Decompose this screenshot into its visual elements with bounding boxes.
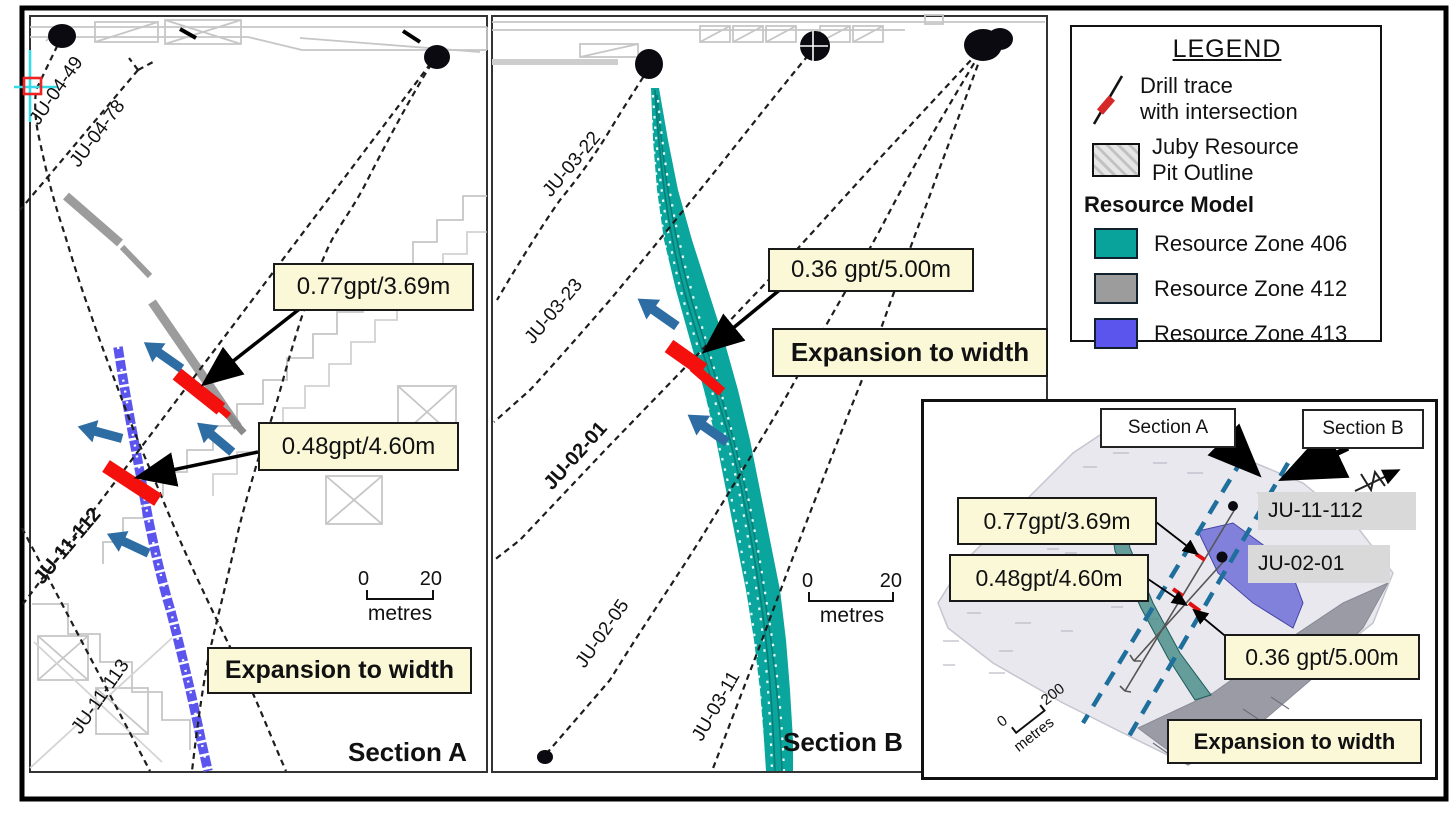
- legend-drill-trace-line2: with intersection: [1140, 99, 1298, 124]
- inset-section-a-tag-text: Section A: [1127, 417, 1209, 438]
- zone-406-band: [650, 88, 793, 772]
- trace-ju-03-11: [710, 44, 987, 772]
- pit-outline-swatch-icon: [1092, 143, 1140, 177]
- drill-collars: [48, 24, 1013, 764]
- zone-406-swatch-icon: [1094, 228, 1138, 259]
- inset-ju-02-01-text: JU-02-01: [1258, 552, 1345, 575]
- grade-callout-048-text: 0.48gpt/4.60m: [281, 432, 436, 460]
- inset-section-a-tag: Section A: [1100, 408, 1236, 448]
- section-b-title-text: Section B: [783, 727, 903, 757]
- legend-pit-line2: Pit Outline: [1152, 160, 1254, 185]
- grade-callout-036: 0.36 gpt/5.00m: [768, 248, 974, 292]
- legend-pit-outline-label: Juby Resource Pit Outline: [1152, 134, 1299, 186]
- trace-ju-03-23: [493, 46, 816, 423]
- inset-hole-dots: [1216, 501, 1238, 563]
- scalebar-b-end: 20: [879, 570, 902, 592]
- grade-callout-048: 0.48gpt/4.60m: [258, 422, 459, 471]
- inset-ju-11-112-text: JU-11-112: [1268, 499, 1363, 522]
- legend-item-pit-outline: Juby Resource Pit Outline: [1084, 134, 1370, 186]
- expansion-arrows: [77, 298, 730, 558]
- scalebar-a-end: 20: [419, 568, 442, 590]
- inset-section-b-tag: Section B: [1302, 409, 1424, 449]
- zone-413-swatch-icon: [1094, 318, 1138, 349]
- drill-trace-with-intersection-icon: [1092, 75, 1124, 125]
- section-a-title-text: Section A: [348, 737, 467, 767]
- grade-callout-077-text: 0.77gpt/3.69m: [296, 273, 451, 300]
- trace-ju-11-113: [21, 527, 151, 772]
- expansion-box-b-text: Expansion to width: [790, 337, 1030, 367]
- legend-title: LEGEND: [1172, 35, 1282, 63]
- scalebar-b-unit: metres: [819, 604, 885, 627]
- inset-grade-036-text: 0.36 gpt/5.00m: [1245, 643, 1399, 670]
- inset-grade-048-text: 0.48gpt/4.60m: [975, 564, 1123, 591]
- section-b-title: Section B: [783, 727, 903, 758]
- scalebar-section-b: 0 20 metres: [798, 571, 906, 628]
- scalebar-section-a: 0 20 metres: [352, 569, 448, 626]
- legend-resource-model-heading: Resource Model: [1084, 192, 1254, 217]
- scalebar-a-bar: [366, 590, 434, 600]
- zone-412-swatch-icon: [1094, 273, 1138, 304]
- legend-pit-line1: Juby Resource: [1152, 134, 1299, 159]
- legend: LEGEND Drill trace with intersection Jub…: [1070, 25, 1382, 349]
- inset-hole-tag-ju-11-112: JU-11-112: [1258, 492, 1416, 530]
- trace-ju-03-22: [496, 67, 650, 301]
- selection-crosshair: [14, 50, 58, 122]
- legend-drill-trace-line1: Drill trace: [1140, 73, 1233, 98]
- expansion-box-section-b: Expansion to width: [772, 328, 1048, 377]
- inset-hole-tag-ju-02-01: JU-02-01: [1248, 545, 1390, 583]
- legend-item-drill-trace: Drill trace with intersection: [1084, 68, 1370, 130]
- legend-zone-412-label: Resource Zone 412: [1154, 275, 1348, 301]
- inset-grade-077-text: 0.77gpt/3.69m: [983, 507, 1131, 534]
- section-a-title: Section A: [348, 737, 467, 768]
- expansion-box-section-a: Expansion to width: [207, 647, 472, 694]
- grade-callout-036-text: 0.36 gpt/5.00m: [790, 256, 952, 283]
- legend-item-zone-406: Resource Zone 406: [1084, 228, 1370, 259]
- legend-zone-413-label: Resource Zone 413: [1154, 320, 1348, 346]
- scalebar-b-bar: [808, 592, 894, 602]
- inset-grade-callout-036: 0.36 gpt/5.00m: [1224, 634, 1420, 680]
- trace-ju-02-05: [546, 44, 986, 754]
- inset-expansion-text: Expansion to width: [1193, 728, 1396, 754]
- scalebar-a-unit: metres: [367, 602, 433, 625]
- trace-ju-04-49: [34, 35, 288, 772]
- callout-arrows: [133, 286, 784, 487]
- section-label-arrows: [1207, 423, 1350, 482]
- inset-scale-start: 0: [994, 712, 1011, 731]
- expansion-box-a-text: Expansion to width: [224, 656, 455, 684]
- legend-item-zone-412: Resource Zone 412: [1084, 273, 1370, 304]
- legend-zone-406-label: Resource Zone 406: [1154, 230, 1348, 256]
- scalebar-a-start: 0: [358, 568, 370, 590]
- inset-3d-view: 0 200 metres Section A Section B JU-11-1…: [921, 399, 1438, 780]
- legend-item-zone-413: Resource Zone 413: [1084, 318, 1370, 349]
- intersection-highlights: [102, 339, 726, 506]
- scalebar-b-start: 0: [802, 570, 814, 592]
- north-arrow-icon: [1354, 469, 1401, 493]
- grade-callout-077: 0.77gpt/3.69m: [273, 263, 474, 311]
- inset-grade-callout-048: 0.48gpt/4.60m: [949, 554, 1149, 602]
- inset-section-b-tag-text: Section B: [1322, 418, 1404, 439]
- trace-ju-04-78: [19, 57, 154, 211]
- inset-scale-unit: metres: [1011, 714, 1058, 756]
- inset-expansion-box: Expansion to width: [1167, 719, 1422, 764]
- inset-grade-callout-077: 0.77gpt/3.69m: [957, 497, 1157, 545]
- legend-drill-trace-label: Drill trace with intersection: [1140, 73, 1298, 125]
